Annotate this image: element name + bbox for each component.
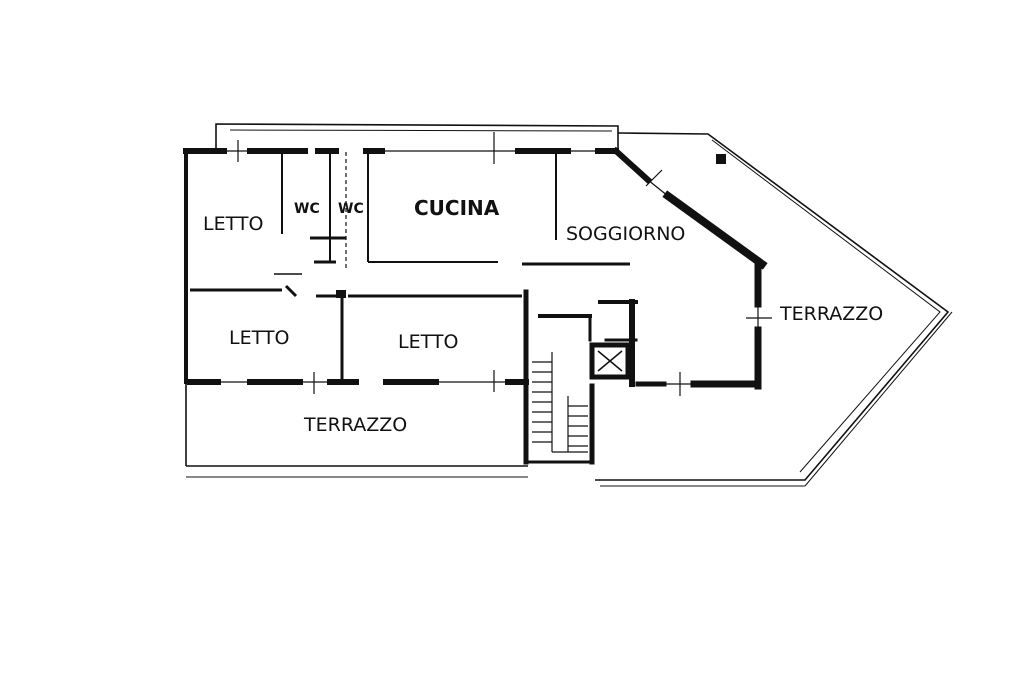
room-label-letto-top-left: LETTO (203, 213, 263, 235)
terrace-outlines (185, 123, 953, 487)
room-label-soggiorno: SOGGIORNO (566, 223, 685, 245)
room-label-letto-middle-left: LETTO (229, 327, 289, 349)
room-label-terrazzo-bottom: TERRAZZO (303, 414, 407, 436)
room-label-letto-middle: LETTO (398, 331, 458, 353)
elevator-symbol (597, 350, 623, 372)
room-label-wc-1: WC (294, 201, 320, 217)
partitions (190, 132, 772, 396)
staircase (532, 352, 588, 453)
room-label-terrazzo-right: TERRAZZO (779, 303, 883, 325)
walls (183, 146, 768, 465)
room-label-cucina: CUCINA (414, 196, 500, 220)
room-label-wc-2: WC (338, 201, 364, 217)
